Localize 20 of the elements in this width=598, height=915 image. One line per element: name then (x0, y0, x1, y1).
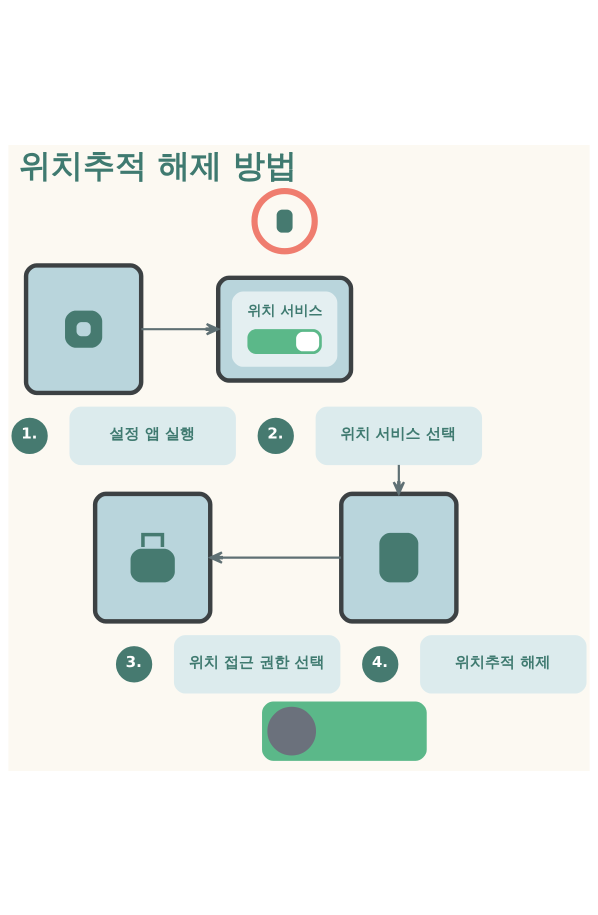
node-box: 위치 서비스 선택 (316, 406, 482, 465)
arrow (209, 550, 342, 564)
node-circle: 4. (362, 646, 398, 682)
node-circle (267, 706, 316, 755)
diagram-title: 위치추적 해제 방법 (18, 146, 298, 184)
node-box: 위치추적 해제 (420, 634, 587, 694)
node-picture (92, 491, 212, 624)
node-picture (251, 187, 318, 254)
node-circle: 1. (11, 417, 48, 454)
node-circle: 3. (116, 646, 152, 682)
arrow (392, 464, 406, 494)
arrow (141, 322, 220, 335)
node-box: 위치 접근 권한 선택 (174, 634, 340, 694)
node-picture (339, 491, 459, 624)
node-circle: 2. (258, 417, 294, 454)
cluster (262, 701, 427, 760)
cluster (216, 275, 354, 382)
node-box: 설정 앱 실행 (69, 406, 236, 465)
node-picture (24, 262, 144, 395)
node-box: 위치 서비스 (232, 291, 338, 366)
